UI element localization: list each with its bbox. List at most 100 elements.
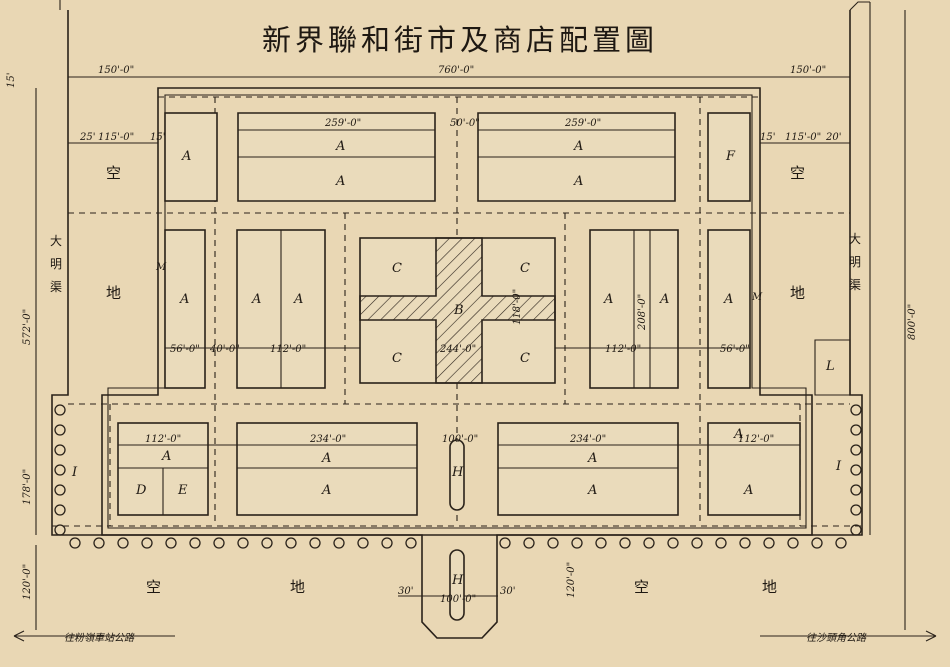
dimension-lines xyxy=(35,10,906,630)
tree-icon xyxy=(643,537,655,549)
tree-icon xyxy=(850,464,862,476)
label-A: A xyxy=(251,292,261,307)
dim-30-lower-right: 30' xyxy=(500,586,515,597)
dim-112-right: 112'-0" xyxy=(605,344,641,355)
open-land-kong: 空 xyxy=(634,578,649,596)
tree-icon xyxy=(309,537,321,549)
label-M: M xyxy=(751,292,763,303)
dim-100-upper: 100'-0" xyxy=(442,434,478,445)
label-A: A xyxy=(659,292,669,307)
inner-boundary xyxy=(101,87,813,536)
label-A: A xyxy=(587,483,597,498)
block-A-mid-right-2 xyxy=(707,229,751,389)
open-land-kong: 空 xyxy=(790,164,805,182)
tree-icon xyxy=(54,404,66,416)
tree-icon xyxy=(141,537,153,549)
tree-icon xyxy=(850,484,862,496)
label-B: B xyxy=(453,303,464,318)
open-land-di: 地 xyxy=(290,578,305,596)
dim-234-left: 234'-0" xyxy=(309,434,346,445)
right-top-corner xyxy=(849,1,870,11)
tree-icon xyxy=(739,537,751,549)
tree-icon xyxy=(619,537,631,549)
block-A-mid-left-1 xyxy=(164,229,206,389)
open-land-di: 地 xyxy=(762,578,777,596)
tree-icon xyxy=(835,537,847,549)
label-A: A xyxy=(743,483,753,498)
tree-icon xyxy=(165,537,177,549)
open-land-di: 地 xyxy=(106,284,121,302)
block-A-top-left-small xyxy=(164,112,218,202)
site-boundary xyxy=(51,10,863,639)
channel-label-left: 大明渠 xyxy=(50,234,62,294)
label-A: A xyxy=(181,149,191,164)
label-A: A xyxy=(573,174,583,189)
dim-15-right: 15' xyxy=(760,132,775,143)
dim-112-bottom-left: 112'-0" xyxy=(145,434,181,445)
tree-icon xyxy=(850,524,862,536)
label-L: L xyxy=(825,359,835,374)
tree-icon xyxy=(523,537,535,549)
dim-178: 178'-0" xyxy=(22,469,33,505)
label-A: A xyxy=(733,427,743,442)
tree-icon xyxy=(54,504,66,516)
label-E: E xyxy=(177,483,188,498)
dim-234-right: 234'-0" xyxy=(569,434,606,445)
channel-char: 明 xyxy=(50,257,62,271)
label-D: D xyxy=(135,483,147,498)
tree-icon xyxy=(499,537,511,549)
L-plot xyxy=(814,339,851,396)
channel-char: 大 xyxy=(50,234,62,248)
road-right-arrowhead xyxy=(925,630,937,642)
dim-572: 572'-0" xyxy=(22,309,33,345)
dim-100-lower: 100'-0" xyxy=(440,594,476,605)
tree-icon xyxy=(54,484,66,496)
label-C: C xyxy=(392,261,402,276)
block-A-bottom-right-long xyxy=(497,422,679,516)
block-A-bottom-right-small xyxy=(707,422,801,516)
tree-icon xyxy=(237,537,249,549)
tree-icon xyxy=(595,537,607,549)
tree-icon xyxy=(54,444,66,456)
dim-56-left: 56'-0" xyxy=(170,344,200,355)
dim-800: 800'-0" xyxy=(907,304,918,340)
dim-112-bottom-right: 112'-0" xyxy=(738,434,774,445)
dim-20-right: 20' xyxy=(825,132,841,143)
plan-title: 新界聯和街市及商店配置圖 xyxy=(262,23,658,57)
tree-icon xyxy=(93,537,105,549)
channel-char: 渠 xyxy=(849,278,861,292)
label-A: A xyxy=(573,139,583,154)
open-land-di: 地 xyxy=(790,284,805,302)
tree-icon xyxy=(811,537,823,549)
label-C: C xyxy=(520,351,530,366)
channel-char: 明 xyxy=(849,255,861,269)
dim-115-left: 115'-0" xyxy=(98,132,134,143)
dim-120-left: 120'-0" xyxy=(22,564,33,600)
tree-icon xyxy=(787,537,799,549)
label-C: C xyxy=(392,351,402,366)
road-left-label: 往粉嶺車站公路 xyxy=(64,632,135,644)
tree-icon xyxy=(667,537,679,549)
tree-icon xyxy=(213,537,225,549)
tree-icon xyxy=(117,537,129,549)
tree-icon xyxy=(850,404,862,416)
inner-boundary-2 xyxy=(107,94,807,529)
dim-259-left: 259'-0" xyxy=(324,118,361,129)
channel-char: 渠 xyxy=(50,280,62,294)
block-F xyxy=(707,112,751,202)
dim-40-left: 40'-0" xyxy=(209,344,240,355)
tree-icon xyxy=(54,464,66,476)
label-A: A xyxy=(335,139,345,154)
tree-icon xyxy=(54,424,66,436)
road-right-label: 往沙頭角公路 xyxy=(806,632,867,644)
tree-icon xyxy=(189,537,201,549)
dim-115-right: 115'-0" xyxy=(785,132,821,143)
dim-244: 244'-0" xyxy=(439,344,476,355)
label-A: A xyxy=(335,174,345,189)
tree-icon xyxy=(850,424,862,436)
block-H-lower xyxy=(449,549,465,621)
tree-icon xyxy=(69,537,81,549)
label-F: F xyxy=(725,149,736,164)
label-A: A xyxy=(179,292,189,307)
